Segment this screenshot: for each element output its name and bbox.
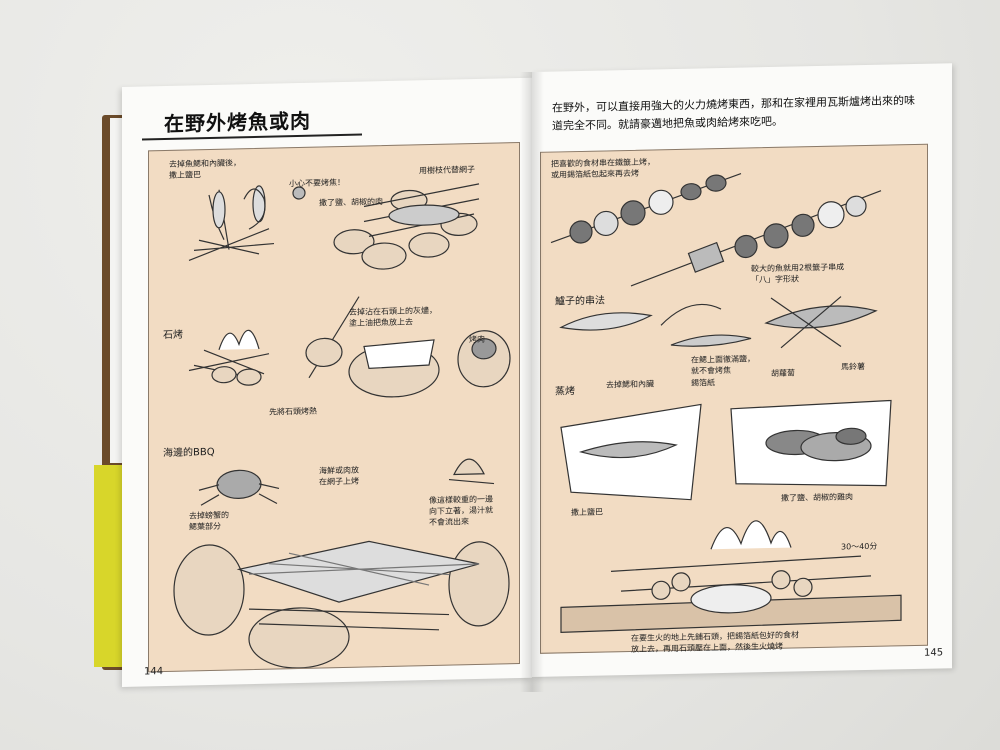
section-steam-bake: 蒸烤 xyxy=(555,386,575,398)
caption-method: 在要生火的地上先鋪石頭，把錫箔紙包好的食材 放上去，再用石頭壓在上面，然後生火燒… xyxy=(631,630,799,654)
caption-wet-stone: 去掉沾在石頭上的灰燼， 塗上油把魚放上去 xyxy=(349,305,437,328)
caption-careful: 小心不要烤焦！ xyxy=(289,177,345,189)
campfire-fish-illustration xyxy=(188,185,306,262)
caption-big-fish: 較大的魚就用2根籤子串成 「八」字形狀 xyxy=(751,262,845,285)
open-book: 在野外烤魚或肉 xyxy=(122,63,952,692)
right-illustrations xyxy=(550,173,902,634)
section-stone-grill: 石烤 xyxy=(163,329,183,342)
caption-remove-gills: 去掉魚鰓和內臟後， 撒上鹽巴 xyxy=(169,158,241,180)
right-page: 在野外，可以直接用強大的火力燒烤東西，那和在家裡用瓦斯爐烤出來的味道完全不同。就… xyxy=(532,63,952,677)
caption-carrot: 胡蘿蔔 xyxy=(771,368,795,378)
left-illustrations xyxy=(173,183,511,669)
foil-chicken-illustration xyxy=(730,399,892,487)
caption-salt-pepper-meat: 撒了鹽、胡椒的肉 xyxy=(319,197,383,208)
left-illustration-panel: 去掉魚鰓和內臟後， 撒上鹽巴 小心不要烤焦！ 用樹枝代替網子 撒了鹽、胡椒的肉 … xyxy=(148,141,520,673)
section-skewer: 鱸子的串法 xyxy=(555,295,605,308)
page-number-left: 144 xyxy=(144,666,164,678)
page-number-right: 145 xyxy=(924,647,944,659)
intro-paragraph: 在野外，可以直接用強大的火力燒烤東西，那和在家裡用瓦斯爐烤出來的味道完全不同。就… xyxy=(552,93,915,133)
caption-heat-stone: 先將石頭烤熱 xyxy=(269,406,317,417)
caption-crab-note: 去掉螃蟹的 鰓葉部分 xyxy=(189,510,229,532)
page-title: 在野外烤魚或肉 xyxy=(164,108,311,137)
caption-potato: 馬鈴薯 xyxy=(841,362,865,372)
caption-favorite-food: 把喜歡的食材串在鐵籤上烤， 或用錫箔紙包起來再去烤 xyxy=(551,157,655,180)
caption-time: 30～40分 xyxy=(841,541,878,552)
caption-remove-guts: 去掉鰓和內臟 xyxy=(606,379,654,390)
beach-bbq-illustration xyxy=(173,540,510,669)
caption-shell-upright: 像這樣較重的一邊 向下立著，湯汁就 不會流出來 xyxy=(429,494,493,528)
caption-salt-pepper-chicken: 撒了鹽、胡椒的雞肉 xyxy=(781,492,853,503)
foil-fish-illustration xyxy=(560,403,702,501)
caption-foil: 錫箔紙 xyxy=(691,378,715,388)
caption-salted: 撒上鹽巴 xyxy=(571,507,603,518)
caption-meat: 烤肉 xyxy=(469,334,485,345)
caption-seafood-grill: 海鮮或肉放 在網子上烤 xyxy=(319,465,359,487)
fish-skewer-illustration xyxy=(559,296,878,349)
skewer-illustration xyxy=(550,173,882,287)
crab-illustration xyxy=(198,469,280,506)
section-beach-bbq: 海邊的BBQ xyxy=(163,446,215,460)
stone-grill-illustration xyxy=(188,296,511,398)
left-page: 在野外烤魚或肉 xyxy=(122,77,532,687)
caption-skewer-tip: 在鰓上面徹滿鹽， 就不會烤焦 xyxy=(691,354,755,376)
clam-illustration xyxy=(448,458,495,485)
fire-pit-illustration xyxy=(560,520,902,634)
branch-grill-illustration xyxy=(333,183,480,270)
book-gutter xyxy=(520,72,544,692)
caption-branches: 用樹枝代替網子 xyxy=(419,164,475,176)
right-illustration-panel: 把喜歡的食材串在鐵籤上烤， 或用錫箔紙包起來再去烤 較大的魚就用2根籤子串成 「… xyxy=(540,143,928,654)
